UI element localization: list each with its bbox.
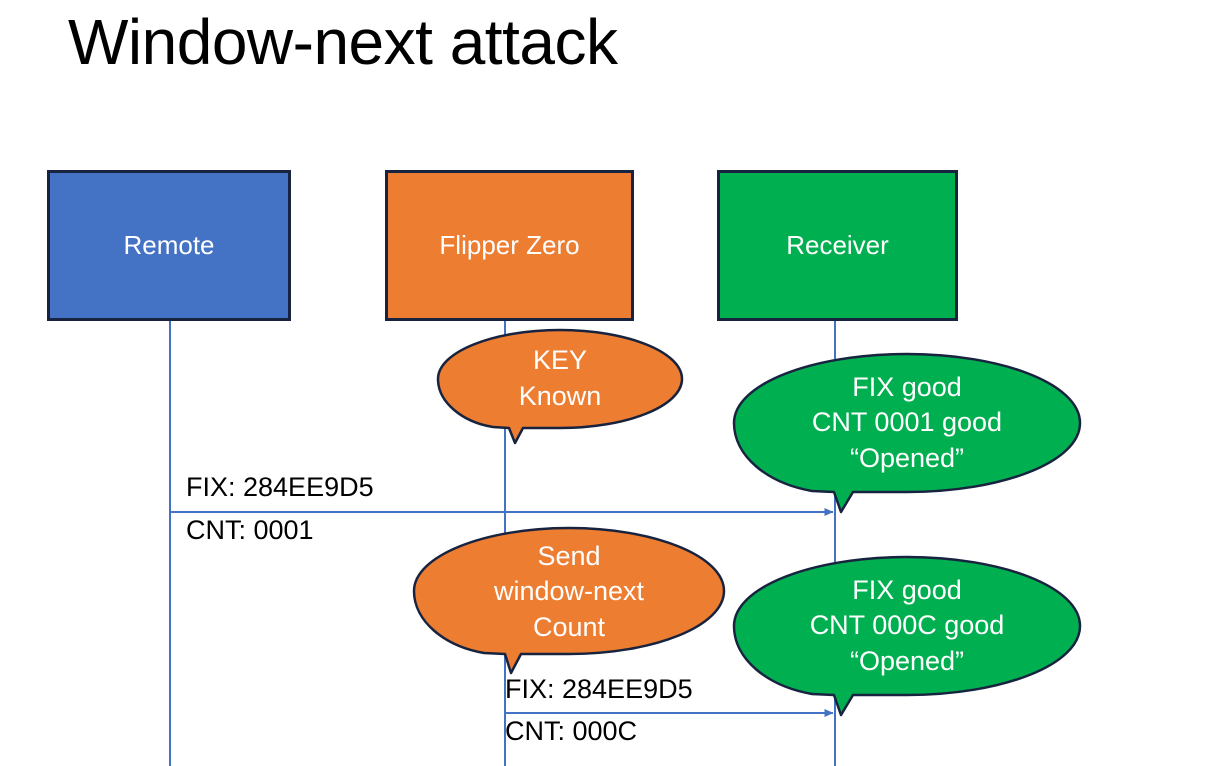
actor-label-flipper-zero: Flipper Zero [439, 229, 580, 260]
callout-key-known[interactable]: KEY Known [436, 328, 684, 445]
callout-send-window-next-shape [412, 526, 726, 675]
message-2-fix-label: FIX: 284EE9D5 [505, 674, 693, 704]
actor-box-flipper-zero[interactable]: Flipper Zero [385, 170, 634, 321]
callout-key-known-shape [436, 328, 684, 445]
actor-label-remote: Remote [123, 229, 215, 260]
callout-receiver-verdict-2[interactable]: FIX good CNT 000C good “Opened” [732, 555, 1082, 717]
callout-receiver-verdict-1[interactable]: FIX good CNT 0001 good “Opened” [732, 352, 1082, 514]
message-1-fix-label: FIX: 284EE9D5 [186, 472, 374, 502]
actor-label-receiver: Receiver [786, 229, 889, 260]
actor-box-receiver[interactable]: Receiver [717, 170, 958, 321]
actor-box-remote[interactable]: Remote [47, 170, 291, 321]
callout-receiver-verdict-2-shape [732, 555, 1082, 717]
callout-send-window-next[interactable]: Send window-next Count [412, 526, 726, 675]
page-title: Window-next attack [68, 6, 618, 78]
message-1-cnt-label: CNT: 0001 [186, 515, 314, 545]
callout-receiver-verdict-1-shape [732, 352, 1082, 514]
message-2-cnt-label: CNT: 000C [505, 716, 638, 746]
